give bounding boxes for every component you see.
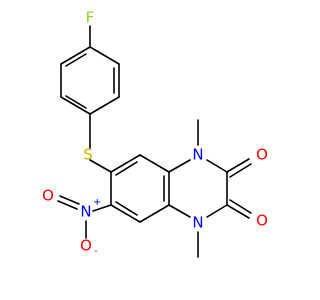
bond-pz-2	[206, 159, 228, 173]
nitro-charge-plus: +	[93, 197, 101, 208]
bond-bz-2	[139, 154, 170, 173]
atom-nitro-oxygen-bottom: O	[80, 237, 92, 255]
atom-oxygen-carbonyl-top: O	[256, 146, 268, 164]
bond-pz-5	[168, 204, 191, 218]
bond-co-bottom-a	[226, 204, 250, 219]
atom-nitrogen-ring-top: N	[192, 146, 203, 164]
bond-fp-6	[60, 46, 91, 65]
bond-bz-5	[110, 204, 141, 223]
bond-bz-inner-3	[115, 201, 138, 216]
atom-fluorine: F	[86, 9, 95, 27]
bond-fp-4	[60, 96, 91, 115]
benzo-ring	[110, 154, 170, 223]
bond-pz-1	[168, 159, 191, 173]
fluorophenyl-ring	[60, 25, 120, 115]
atom-nitro-nitrogen: N	[80, 203, 91, 221]
bond-n-o-left-a	[57, 200, 78, 210]
bond-bz-1	[110, 154, 141, 173]
bond-s-c-quinox	[89, 159, 112, 173]
bond-fp-1	[89, 46, 120, 65]
bond-fp-3	[89, 96, 120, 115]
bond-n-o-left-b	[59, 195, 80, 205]
molecule-structure: F S N N O O N + O O -	[42, 9, 268, 258]
atom-nitrogen-ring-bottom: N	[192, 214, 203, 232]
atom-oxygen-carbonyl-bottom: O	[256, 212, 268, 230]
atom-nitro-oxygen-left: O	[42, 187, 54, 205]
bond-co-top-b	[229, 163, 252, 178]
molecule-canvas: F S N N O O N + O O -	[42, 8, 268, 258]
bond-co-top-a	[226, 158, 250, 173]
atom-sulfur: S	[83, 146, 93, 164]
bond-pz-4	[206, 204, 228, 218]
bond-bz-inner-1	[115, 161, 138, 176]
bond-fp-inner-3	[65, 53, 87, 67]
dione-ring	[168, 119, 252, 258]
nitro-charge-minus: -	[94, 246, 98, 257]
bond-bz-4	[139, 204, 170, 223]
bond-fp-inner-2	[65, 95, 87, 109]
bond-c-n-nitro	[92, 204, 112, 212]
bond-co-bottom-b	[229, 199, 252, 214]
nitro-group	[57, 195, 112, 239]
